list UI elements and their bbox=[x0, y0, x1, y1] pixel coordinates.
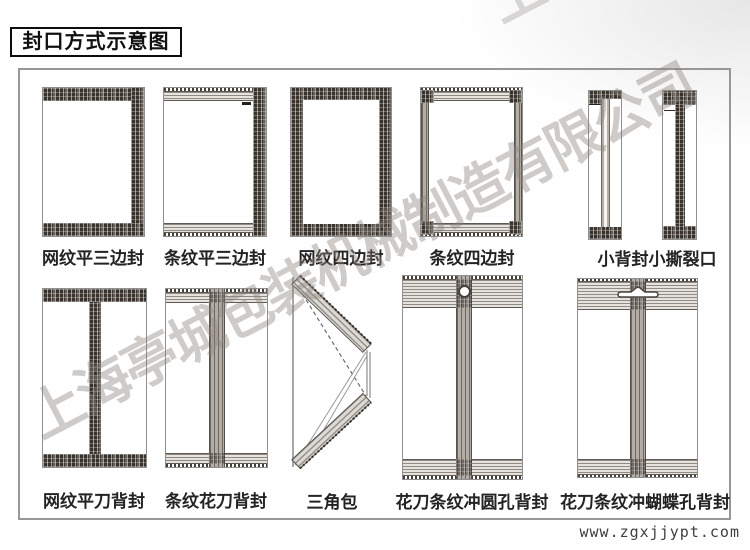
seal-cross bbox=[209, 292, 225, 303]
bag-small-back-seal-2 bbox=[662, 90, 697, 240]
bag-label: 小背封小撕裂口 bbox=[597, 250, 717, 269]
round-hang-hole bbox=[458, 285, 471, 298]
seal-bottom bbox=[663, 226, 696, 239]
seal-bottom bbox=[589, 227, 621, 239]
back-seal-stripe bbox=[89, 302, 101, 456]
seal-right bbox=[379, 88, 391, 236]
back-seal-stripe bbox=[601, 99, 610, 229]
bag-stripe-three-side-seal bbox=[163, 87, 267, 237]
zigzag-edge-bottom bbox=[421, 233, 522, 236]
zigzag-edge-bottom bbox=[164, 233, 266, 236]
back-seal-stripe bbox=[630, 279, 646, 477]
seal-cross bbox=[630, 459, 646, 475]
seal-cross bbox=[209, 453, 225, 464]
corner-seal bbox=[509, 221, 522, 234]
seal-top bbox=[589, 91, 621, 99]
tear-notch bbox=[664, 105, 675, 111]
seal-right bbox=[131, 88, 144, 236]
bag-label: 花刀条纹冲蝴蝶孔背封 bbox=[560, 493, 730, 512]
tear-notch bbox=[589, 99, 608, 105]
seal-bottom bbox=[43, 454, 146, 467]
bag-mesh-three-side-seal bbox=[42, 87, 145, 237]
bag-small-back-seal-1 bbox=[588, 90, 622, 240]
butterfly-hang-hole bbox=[616, 286, 660, 302]
corner-seal bbox=[421, 90, 434, 103]
back-seal-stripe bbox=[209, 289, 225, 467]
triangle-pack-drawing bbox=[291, 274, 372, 470]
bag-label: 网纹四边封 bbox=[298, 249, 384, 268]
bag-mesh-four-side-seal bbox=[290, 87, 392, 237]
seal-bottom bbox=[43, 223, 144, 236]
bag-stripe-serrated-back-seal bbox=[165, 288, 268, 468]
seal-top bbox=[421, 91, 522, 101]
back-seal-stripe bbox=[456, 276, 472, 479]
seal-left bbox=[291, 88, 303, 236]
bag-triangle-pack bbox=[286, 268, 378, 480]
corner-seal bbox=[509, 90, 522, 103]
seal-right bbox=[514, 91, 522, 235]
seal-right bbox=[253, 88, 266, 236]
seal-top bbox=[291, 88, 391, 100]
website-url: www.zgxjjypt.com bbox=[579, 523, 740, 541]
seal-top bbox=[164, 91, 266, 101]
bag-label: 网纹平三边封 bbox=[42, 249, 144, 268]
diagram-panel bbox=[18, 68, 731, 520]
bag-mesh-flat-knife-back-seal bbox=[42, 288, 147, 468]
bag-butterfly-hole-back-seal bbox=[577, 278, 698, 478]
seal-bottom bbox=[164, 223, 266, 233]
bag-label: 条纹花刀背封 bbox=[165, 492, 267, 511]
seal-left bbox=[421, 91, 429, 235]
bag-label: 三角包 bbox=[306, 493, 358, 512]
seal-cross bbox=[456, 459, 472, 476]
tear-notch bbox=[242, 102, 251, 105]
seal-bottom bbox=[291, 224, 391, 236]
zigzag-edge-top bbox=[164, 88, 266, 91]
bag-label: 条纹四边封 bbox=[429, 249, 515, 268]
bag-stripe-four-side-seal bbox=[420, 87, 523, 237]
bag-label: 网纹平刀背封 bbox=[43, 492, 145, 511]
back-seal-stripe bbox=[675, 105, 685, 228]
corner-seal bbox=[421, 221, 434, 234]
bag-label: 花刀条纹冲圆孔背封 bbox=[395, 493, 549, 512]
bag-label: 条纹平三边封 bbox=[164, 249, 266, 268]
seal-top bbox=[43, 88, 144, 101]
seal-bottom bbox=[421, 223, 522, 233]
seal-top bbox=[663, 91, 696, 105]
page-title: 封口方式示意图 bbox=[10, 27, 182, 57]
zigzag-edge-top bbox=[421, 88, 522, 91]
seal-top bbox=[43, 289, 146, 302]
bag-round-hole-back-seal bbox=[402, 275, 523, 480]
